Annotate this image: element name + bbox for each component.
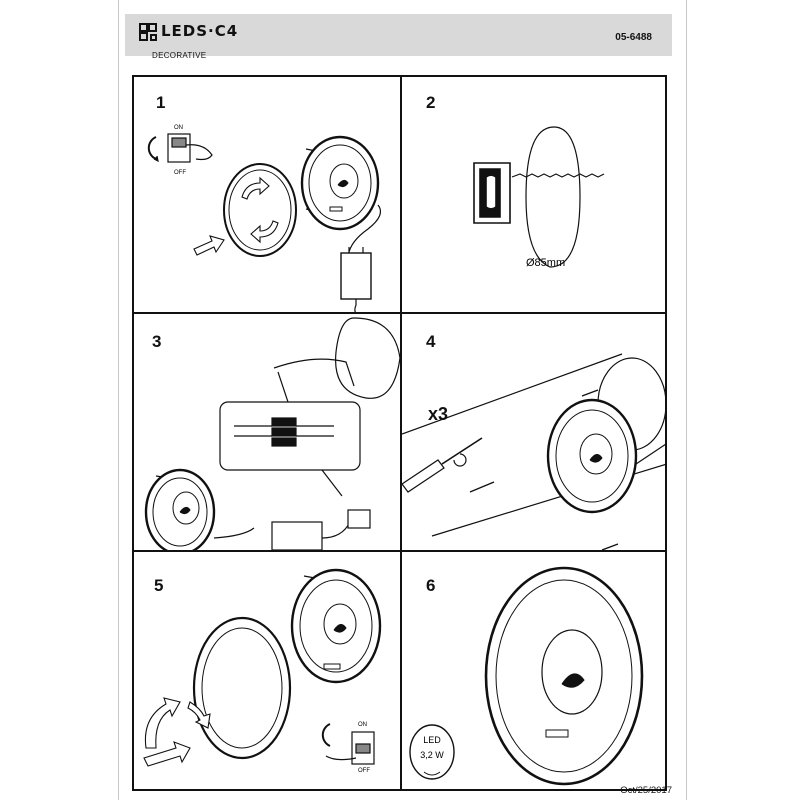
step-3-panel: 3 [134,314,400,550]
instruction-grid: 1 ON OFF [132,75,667,791]
step-number: 2 [426,93,436,112]
step-6-illustration: LED 3,2 W [409,566,644,786]
ceiling-hole [273,317,400,399]
switch-off-label: OFF [358,768,370,774]
grid-divider-row-2 [134,550,665,552]
step-number: 5 [154,576,164,595]
header-bar: LEDS·C4 DECORATIVE 05-6488 [125,14,672,60]
led-power-badge [409,724,455,780]
rotate-arrows-icon [143,697,211,767]
downlight-fixture [290,568,382,684]
switch-on-label: ON [358,722,367,728]
installed-downlight [484,566,644,786]
hole-saw-icon [473,162,511,224]
margin-line-left [118,0,119,800]
step-5-illustration: ON OFF [143,568,382,774]
wall-switch-icon [147,133,213,163]
step-1-panel: 1 ON OFF [134,77,400,312]
grid-divider-row-1 [134,312,665,314]
wall-switch-icon [321,723,375,765]
led-badge-power: 3,2 W [420,750,444,760]
step-5-panel: 5 [134,552,400,791]
step-3-illustration [144,317,400,550]
hole-diameter-label: Ø85mm [526,257,565,269]
bezel-ring [223,163,297,257]
brand-logo-icon [139,23,157,41]
step-6-panel: 6 LED 3,2 W [402,552,667,791]
bezel-ring [192,616,292,760]
downlight-fixture [546,398,667,514]
switch-off-label: OFF [174,170,186,176]
grid-divider-vertical [400,77,402,789]
step-4-panel: 4 x3 [402,314,667,550]
margin-line-right [686,0,687,800]
driver-with-cable [340,204,381,312]
screwdriver-icon [402,437,483,493]
step-number: 1 [156,93,166,112]
document-date: Oct/25/2017 [620,785,672,796]
downlight-fixture [300,135,380,231]
step-number: 4 [426,332,436,351]
led-badge-type: LED [423,735,441,745]
step-4-illustration [402,353,667,550]
step-number: 3 [152,332,162,351]
step-1-illustration: ON OFF [147,125,381,312]
switch-on-label: ON [174,125,183,131]
downlight-fixture [144,468,216,550]
step-2-illustration: Ø85mm [473,126,605,269]
ceiling-hole [511,126,605,268]
step-2-panel: 2 Ø85mm [402,77,667,312]
driver-with-connector [213,509,371,550]
brand-name: LEDS·C4 [161,22,239,40]
brand-subtitle: DECORATIVE [152,51,207,60]
terminal-block-zoom [219,371,361,497]
step-number: 6 [426,576,436,595]
product-code: 05-6488 [615,32,652,43]
pull-arrow-icon [193,235,225,256]
rotate-arrows-icon [241,176,279,244]
